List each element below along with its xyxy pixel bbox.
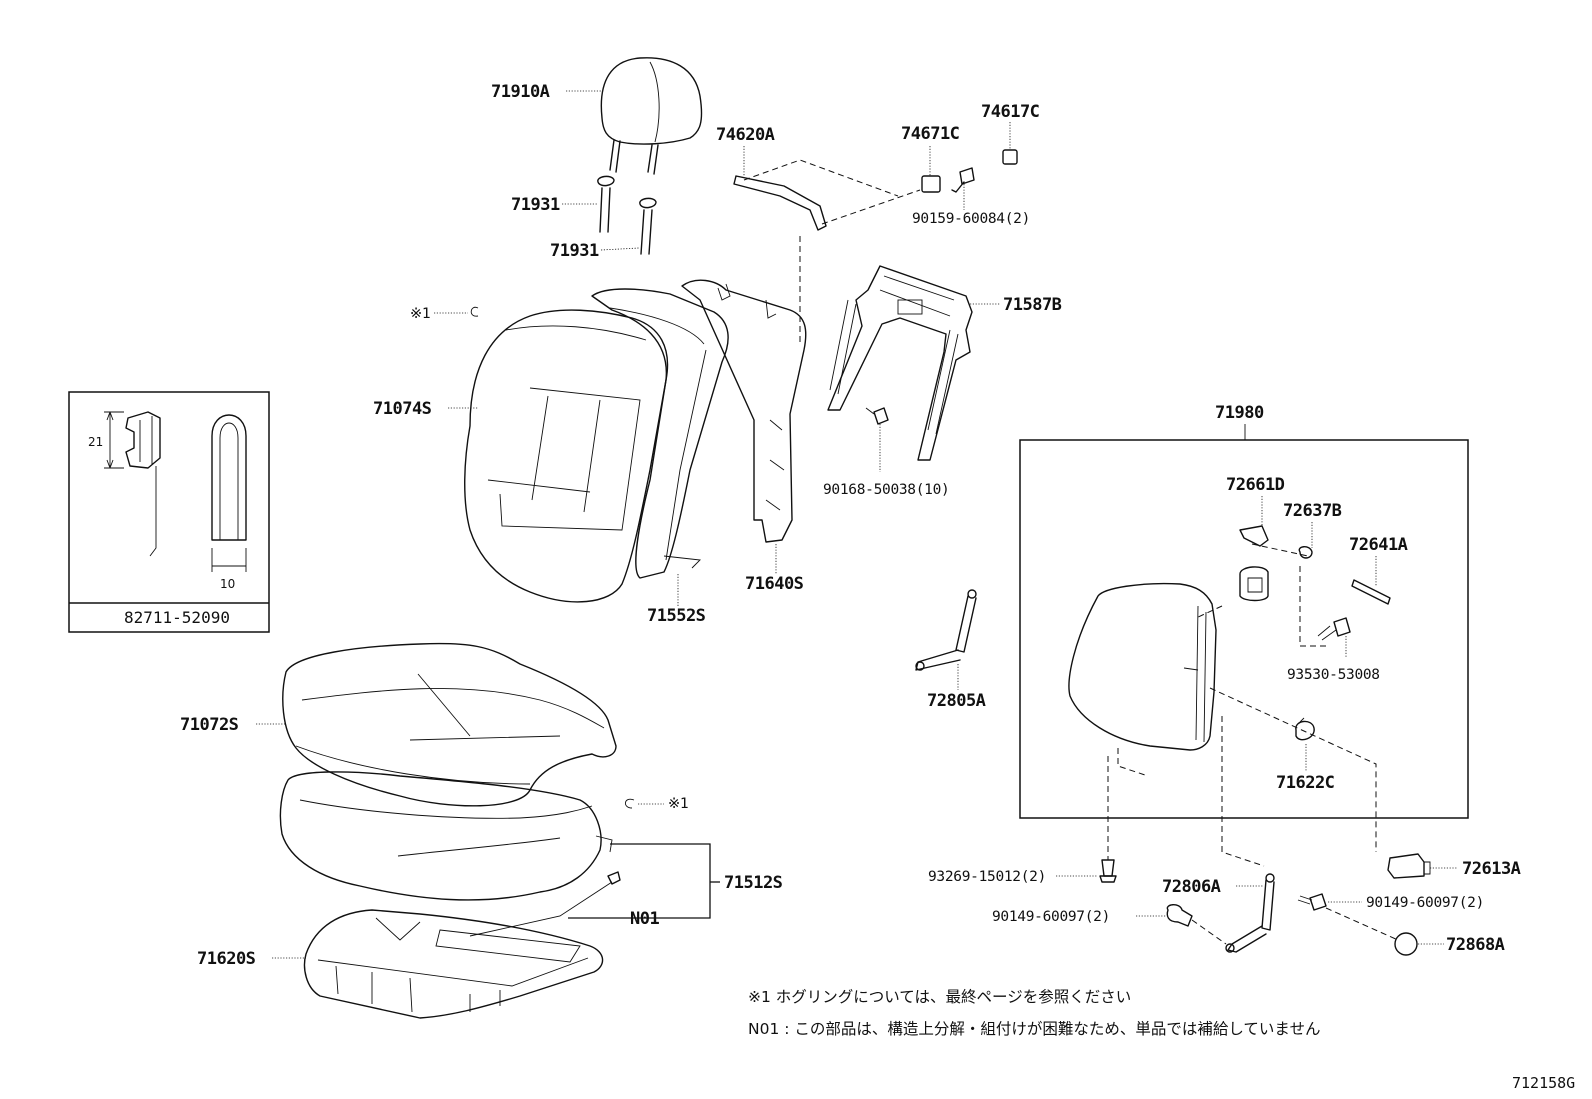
note-N01: N01 : この部品は、構造上分解・組付けが困難なため、単品では補給していません (748, 1020, 1320, 1038)
bolt-90149-right (1297, 893, 1327, 911)
ref1-top: ※1 (410, 306, 430, 322)
label-71072S: 71072S (180, 715, 239, 735)
clip-72637B (1298, 546, 1313, 559)
label-71980: 71980 (1215, 403, 1264, 423)
label-72637B: 72637B (1283, 501, 1342, 521)
label-72805A: 72805A (927, 691, 986, 711)
label-93269: 93269-15012(2) (928, 869, 1046, 885)
hog-ring-top (470, 306, 479, 317)
bracket-74620A (733, 175, 827, 231)
label-90149-right: 90149-60097(2) (1366, 895, 1484, 911)
inset-dim-width: 10 (220, 577, 235, 591)
label-72613A: 72613A (1462, 859, 1521, 879)
clip-74617C (1002, 149, 1018, 165)
label-71931-top: 71931 (511, 195, 560, 215)
label-72661D: 72661D (1226, 475, 1285, 495)
headrest-71910A (600, 57, 703, 175)
seatback-pad-71552S (591, 288, 729, 579)
hog-ring-mid (625, 798, 635, 809)
cap-71622C (1295, 717, 1315, 741)
inset-dim-height: 21 (88, 435, 103, 449)
bolt-90168 (865, 407, 889, 425)
label-71074S: 71074S (373, 399, 432, 419)
cap-72868A (1394, 932, 1418, 956)
label-71640S: 71640S (745, 574, 804, 594)
lever-72661D (1239, 525, 1269, 602)
pin-72641A (1351, 579, 1391, 605)
label-74617C: 74617C (981, 102, 1039, 122)
ref1-mid: ※1 (668, 796, 688, 812)
inset-part-number: 82711-52090 (124, 608, 230, 627)
bolt-90149-left (1166, 904, 1193, 927)
seat-frame-71620S (303, 909, 604, 1019)
headrest-support-71931 (597, 175, 657, 255)
wire-N01 (469, 871, 621, 937)
link-72806A (1225, 873, 1275, 953)
screw-93530 (1317, 617, 1351, 641)
label-90159: 90159-60084(2) (912, 211, 1030, 227)
label-74620A: 74620A (716, 125, 775, 145)
label-71910A: 71910A (491, 82, 550, 102)
label-71622C: 71622C (1276, 773, 1334, 793)
screw-93269 (1099, 859, 1117, 883)
bolt-90159 (951, 167, 975, 193)
inset-82711-52090: 21 10 82711-52090 (68, 391, 270, 633)
label-72806A: 72806A (1162, 877, 1221, 897)
seatback-frame-71587B (827, 265, 973, 461)
label-90168: 90168-50038(10) (823, 482, 949, 498)
seatback-cover-71074S (464, 309, 669, 603)
label-93530: 93530-53008 (1287, 667, 1380, 683)
seat-cover-71072S (282, 642, 617, 807)
recliner-cover (1068, 582, 1217, 751)
label-74671C: 74671C (901, 124, 959, 144)
bracket-71512S (568, 843, 711, 919)
label-71587B: 71587B (1003, 295, 1062, 315)
label-72868A: 72868A (1446, 935, 1505, 955)
label-90149-left: 90149-60097(2) (992, 909, 1110, 925)
seatback-frame-71640S (681, 279, 807, 543)
figure-code: 712158G (1512, 1074, 1575, 1092)
assembly-box-71980 (1019, 439, 1469, 819)
label-N01: N01 (630, 909, 659, 929)
clip-74671C (921, 175, 941, 193)
label-71552S: 71552S (647, 606, 706, 626)
label-71931-bottom: 71931 (550, 241, 599, 261)
note-hog-ring: ※1 ホグリングについては、最終ページを参照ください (748, 988, 1131, 1006)
bracket-72613A (1387, 853, 1431, 879)
label-71512S: 71512S (724, 873, 783, 893)
label-72641A: 72641A (1349, 535, 1408, 555)
label-71620S: 71620S (197, 949, 256, 969)
seat-pad-71512S (279, 771, 613, 901)
link-72805A (915, 589, 977, 671)
